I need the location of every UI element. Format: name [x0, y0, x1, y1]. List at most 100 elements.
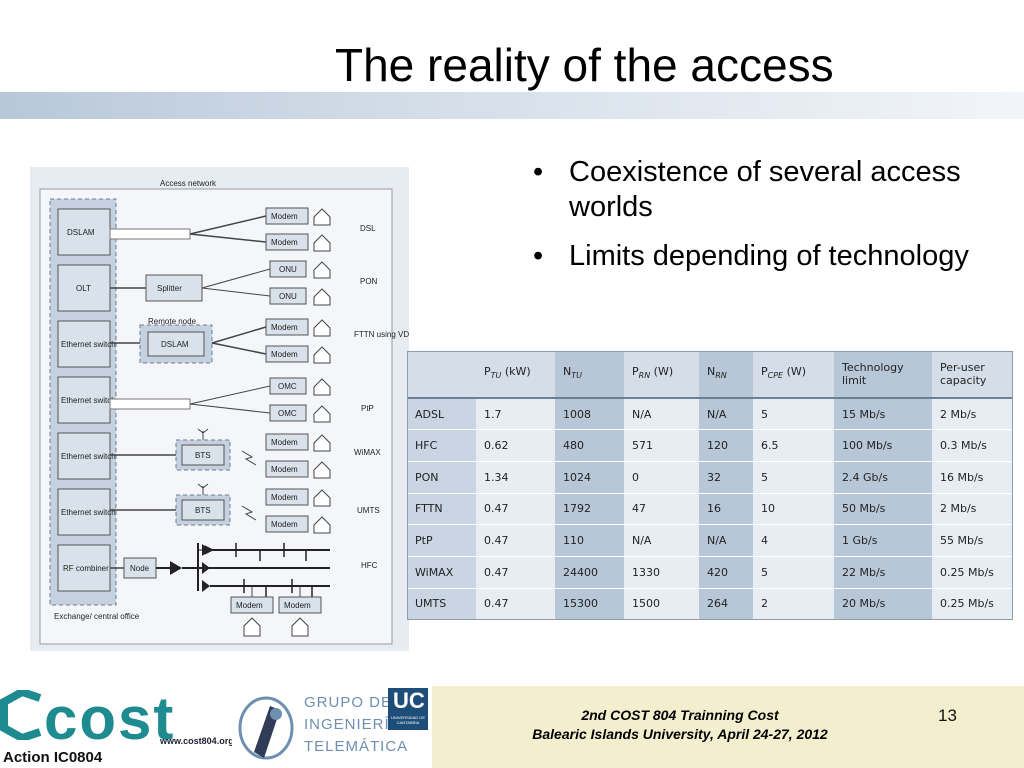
modem-device: Modem: [265, 460, 309, 478]
table-cell: 0.25 Mb/s: [932, 556, 1013, 589]
table-cell: 1.7: [476, 398, 555, 431]
table-cell: 264: [699, 588, 753, 621]
table-header-cell: Technology limit: [834, 351, 932, 399]
table-header-cell: PRN (W): [624, 351, 699, 399]
table-cell: 110: [555, 524, 624, 557]
table-cell: 6.5: [753, 429, 834, 462]
svg-text:OMC: OMC: [278, 382, 297, 391]
cost-url: www.cost804.org: [160, 736, 234, 746]
svg-text:OMC: OMC: [278, 409, 297, 418]
svg-text:Ethernet switch: Ethernet switch: [61, 452, 116, 461]
table-cell: 0.25 Mb/s: [932, 588, 1013, 621]
table-cell: 2: [753, 588, 834, 621]
table-header-cell: NTU: [555, 351, 624, 399]
table-cell: 55 Mb/s: [932, 524, 1013, 557]
modem-device: Modem: [265, 233, 309, 251]
svg-text:Modem: Modem: [271, 212, 298, 221]
table-cell: 0: [624, 461, 699, 494]
uc-letters: UC: [393, 688, 425, 713]
svg-text:Node: Node: [130, 564, 150, 573]
modem-device: Modem: [265, 433, 309, 451]
svg-text:Ethernet switch: Ethernet switch: [61, 508, 116, 517]
modem-device: Modem: [265, 345, 309, 363]
svg-text:Modem: Modem: [271, 438, 298, 447]
modem-device: Modem: [265, 207, 309, 225]
tech-label-umts: UMTS: [357, 506, 380, 515]
table-cell: 571: [624, 429, 699, 462]
table-cell: 0.47: [476, 588, 555, 621]
table-cell: ADSL: [407, 398, 476, 431]
svg-text:BTS: BTS: [195, 451, 211, 460]
tech-label-hfc: HFC: [361, 561, 378, 570]
svg-text:Modem: Modem: [271, 465, 298, 474]
svg-text:OLT: OLT: [76, 284, 91, 293]
table-cell: PtP: [407, 524, 476, 557]
group-name-line: INGENIERÍA: [304, 716, 401, 733]
table-header-cell: NRN: [699, 351, 753, 399]
table-cell: 0.47: [476, 493, 555, 526]
ptp-cable: [109, 398, 191, 410]
table-cell: 16: [699, 493, 753, 526]
table-cell: 1330: [624, 556, 699, 589]
group-name-line: GRUPO DE: [304, 694, 393, 711]
table-cell: 20 Mb/s: [834, 588, 932, 621]
table-header-row: PTU (kW) NTU PRN (W) NRN PCPE (W) Techno…: [407, 351, 1013, 399]
table-cell: 1792: [555, 493, 624, 526]
left-box-1: OLT: [57, 264, 111, 312]
table-cell: 22 Mb/s: [834, 556, 932, 589]
table-header-cell: Per-user capacity: [932, 351, 1013, 399]
remote-dslam-box: DSLAM: [147, 331, 205, 357]
remote-node-label: Remote node: [148, 317, 197, 326]
diagram-header: Access network: [160, 179, 217, 188]
node-box: Node: [123, 557, 157, 579]
table-header-cell: PTU (kW): [476, 351, 555, 399]
technology-table: PTU (kW) NTU PRN (W) NRN PCPE (W) Techno…: [407, 351, 1013, 621]
bts-umts-box: BTS: [181, 499, 225, 521]
table-cell: 0.3 Mb/s: [932, 429, 1013, 462]
svg-text:Ethernet switch: Ethernet switch: [61, 340, 116, 349]
technology-table-wrap: PTU (kW) NTU PRN (W) NRN PCPE (W) Techno…: [407, 351, 1013, 621]
access-network-diagram: Access network Exchange/ central office …: [30, 167, 409, 651]
title-bar: [0, 92, 1024, 119]
svg-text:Modem: Modem: [271, 493, 298, 502]
action-label: Action IC0804: [3, 749, 103, 766]
table-header-cell: PCPE (W): [753, 351, 834, 399]
svg-text:Modem: Modem: [271, 238, 298, 247]
tech-label-pon: PON: [360, 277, 378, 286]
left-box-5: Ethernet switch: [57, 488, 116, 536]
uc-logo: UC UNIVERSIDAD DE CANTABRIA: [388, 688, 428, 730]
dsl-cable: [109, 228, 191, 240]
svg-text:Splitter: Splitter: [157, 284, 182, 293]
svg-text:RF combiner: RF combiner: [63, 564, 109, 573]
table-cell: 47: [624, 493, 699, 526]
table-cell: 2 Mb/s: [932, 398, 1013, 431]
tech-label-dsl: DSL: [360, 224, 376, 233]
tech-label-fttn: FTTN using VDSL: [354, 330, 409, 339]
tech-label-ptp: PtP: [361, 404, 374, 413]
left-box-4: Ethernet switch: [57, 432, 116, 480]
left-box-3: Ethernet switch: [57, 376, 116, 424]
table-cell: N/A: [624, 524, 699, 557]
table-cell: N/A: [699, 524, 753, 557]
table-cell: 1008: [555, 398, 624, 431]
table-cell: UMTS: [407, 588, 476, 621]
table-cell: 10: [753, 493, 834, 526]
table-cell: WiMAX: [407, 556, 476, 589]
table-cell: 100 Mb/s: [834, 429, 932, 462]
uc-university-name: UNIVERSIDAD DE CANTABRIA: [390, 715, 425, 725]
svg-text:DSLAM: DSLAM: [67, 228, 95, 237]
bullet-item: Limits depending of technology: [533, 239, 993, 274]
table-cell: 50 Mb/s: [834, 493, 932, 526]
bullet-item: Coexistence of several access worlds: [533, 155, 993, 225]
svg-text:BTS: BTS: [195, 506, 211, 515]
slide-footer: cost www.cost804.org Action IC0804 GRUPO…: [0, 685, 1024, 768]
group-emblem-icon: [238, 696, 294, 760]
wireless-symbol: [241, 450, 257, 466]
page-number: 13: [938, 706, 957, 725]
